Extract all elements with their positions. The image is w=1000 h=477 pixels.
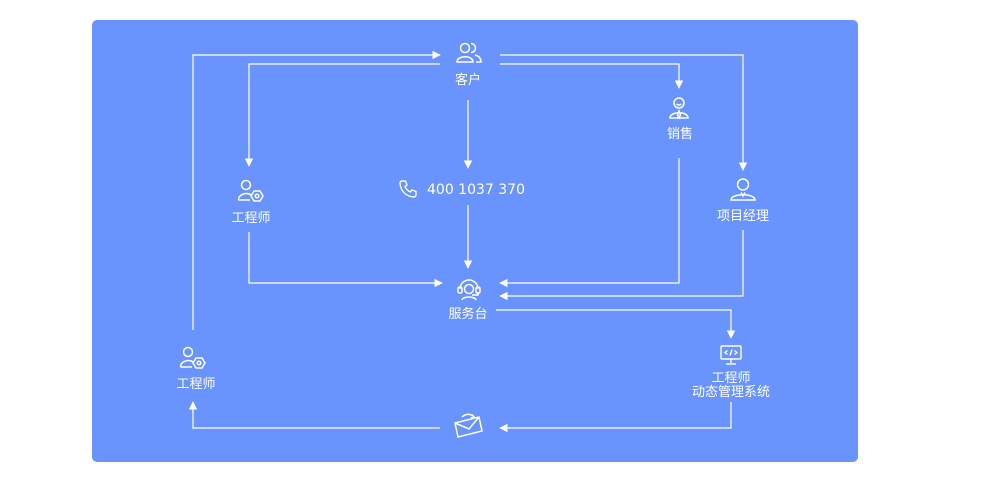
phone-number: 400 1037 370 bbox=[427, 182, 525, 198]
arrow-sales-to-service-desk bbox=[499, 158, 680, 288]
system-label-line1: 工程师 bbox=[711, 371, 751, 386]
arrow-system-to-dispatch bbox=[499, 402, 732, 433]
arrow-dispatch-to-engineer bbox=[188, 401, 440, 429]
arrow-customer-to-manager bbox=[500, 54, 748, 171]
sales-label: 销售 bbox=[666, 127, 694, 142]
system-label-line2: 动态管理系统 bbox=[691, 385, 771, 400]
engineer-left-label: 工程师 bbox=[231, 211, 271, 226]
arrow-customer-to-sales bbox=[500, 63, 684, 89]
phone-icon bbox=[399, 180, 417, 198]
arrow-service-desk-to-system bbox=[496, 309, 736, 339]
code-monitor-icon bbox=[720, 345, 742, 365]
salesperson-icon bbox=[669, 97, 689, 120]
diagram-panel bbox=[92, 20, 858, 462]
arrow-engineer-to-service-desk bbox=[248, 232, 443, 288]
engineer-icon bbox=[237, 179, 264, 202]
engineer-bottom-label: 工程师 bbox=[176, 377, 216, 392]
project-manager-label: 项目经理 bbox=[716, 209, 770, 224]
engineer-icon bbox=[179, 346, 206, 369]
dispatch-envelope-icon bbox=[454, 413, 483, 438]
manager-icon bbox=[730, 178, 756, 201]
arrow-engineer-bottom-to-customer bbox=[192, 50, 441, 330]
customer-label: 客户 bbox=[454, 73, 482, 88]
arrow-customer-to-engineer bbox=[244, 63, 440, 167]
customers-icon bbox=[456, 42, 482, 63]
service-desk-label: 服务台 bbox=[448, 307, 488, 322]
arrow-manager-to-service-desk bbox=[499, 230, 744, 301]
headset-icon bbox=[457, 279, 481, 301]
